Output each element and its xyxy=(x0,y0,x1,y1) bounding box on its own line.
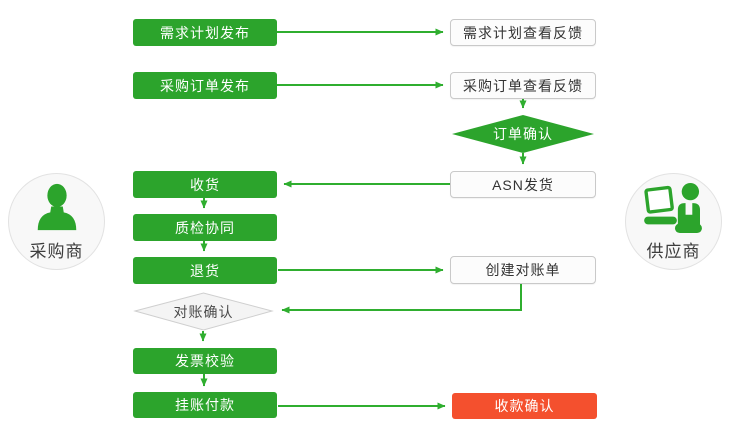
node-quality-check: 质检协同 xyxy=(133,214,277,241)
node-create-statement: 创建对账单 xyxy=(450,256,596,284)
buyer-label: 采购商 xyxy=(29,241,84,261)
person-icon xyxy=(37,183,76,230)
node-receipt-confirm: 收款确认 xyxy=(452,393,597,419)
node-invoice-verify: 发票校验 xyxy=(133,348,277,374)
node-demand-plan-feedback: 需求计划查看反馈 xyxy=(450,19,596,46)
order-confirm-diamond xyxy=(452,115,594,153)
node-asn-ship: ASN发货 xyxy=(450,171,596,198)
arrow-statement-to-confirm xyxy=(281,284,522,314)
node-return-goods: 退货 xyxy=(133,257,277,284)
node-po-publish: 采购订单发布 xyxy=(133,72,277,99)
supplier-actor: 供应商 xyxy=(625,173,722,270)
supplier-label: 供应商 xyxy=(646,241,701,261)
person-laptop-icon xyxy=(643,182,702,233)
node-receive: 收货 xyxy=(133,171,277,198)
node-demand-plan-publish: 需求计划发布 xyxy=(133,19,277,46)
node-payment: 挂账付款 xyxy=(133,392,277,418)
buyer-actor: 采购商 xyxy=(8,173,105,270)
node-po-feedback: 采购订单查看反馈 xyxy=(450,72,596,99)
statement-confirm-diamond xyxy=(133,292,274,331)
